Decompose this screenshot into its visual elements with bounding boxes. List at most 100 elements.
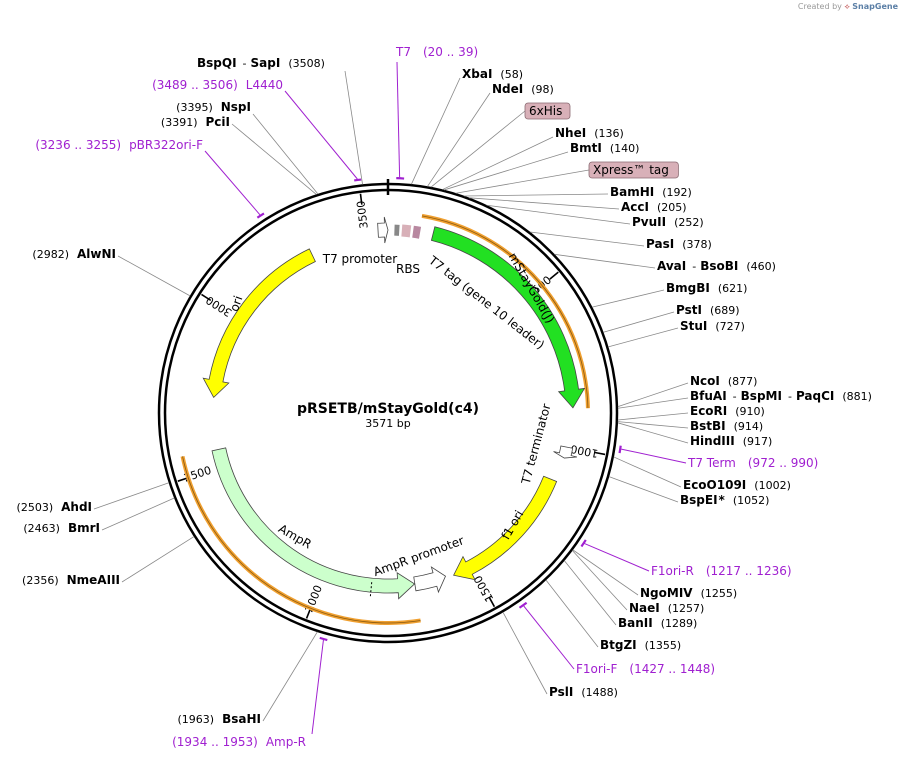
primer-name: T7 Term bbox=[687, 456, 736, 470]
site-label-NaeI: NaeI(1257) bbox=[629, 601, 704, 615]
site-label-NheI: NheI(136) bbox=[555, 126, 624, 140]
site-label-BstBI: BstBI (914) bbox=[690, 419, 763, 433]
feature-label-AmpR-promoter: AmpR promoter bbox=[371, 533, 465, 579]
site-pos: (2356) bbox=[22, 574, 59, 587]
feature-label-T7-terminator: T7 terminator bbox=[518, 402, 553, 486]
site-label-BmgBI: BmgBI(621) bbox=[666, 281, 747, 295]
snapgene-credit: Created by ⟡ SnapGene bbox=[798, 2, 898, 12]
site-pos: (1002) bbox=[754, 479, 791, 492]
site-label-StuI: StuI(727) bbox=[680, 319, 745, 333]
site-label-NmeAIII: (2356)NmeAIII bbox=[22, 573, 120, 587]
site-line-BtgZI bbox=[545, 579, 599, 648]
site-pos: (1963) bbox=[178, 713, 215, 726]
site-pos: (252) bbox=[674, 216, 704, 229]
tick-label: 3500 bbox=[354, 200, 370, 229]
site-label-AlwNI: (2982)AlwNI bbox=[32, 247, 116, 261]
site-label-BmtI: BmtI(140) bbox=[570, 141, 639, 155]
tick-mark bbox=[549, 271, 559, 280]
tick-label: 1000 bbox=[569, 442, 599, 460]
primer-label-pBR322ori-F: (3236 .. 3255)pBR322ori-F bbox=[35, 138, 203, 152]
site-pos: (1257) bbox=[668, 602, 705, 615]
site-pos: (58) bbox=[500, 68, 523, 81]
site-line-BanII bbox=[564, 560, 617, 626]
site-name: NgoMIV bbox=[640, 586, 693, 600]
site-name: PasI bbox=[646, 237, 674, 251]
primer-range: (1217 .. 1236) bbox=[706, 564, 792, 578]
primer-name: Amp-R bbox=[266, 735, 306, 749]
site-pos: (1355) bbox=[645, 639, 682, 652]
site-name: StuI bbox=[680, 319, 707, 333]
primer-name: F1ori-F bbox=[576, 662, 617, 676]
site-label-NgoMIV: NgoMIV(1255) bbox=[640, 586, 737, 600]
orf-arc-mStayGold-edge bbox=[421, 215, 589, 409]
site-name: NheI bbox=[555, 126, 586, 140]
orf-arc-AmpR-edge bbox=[182, 456, 421, 624]
site-pos: (98) bbox=[531, 83, 554, 96]
site-pos: (910) bbox=[735, 405, 765, 418]
site-name: BspEI bbox=[680, 493, 718, 507]
site-label-AhdI: (2503)AhdI bbox=[17, 500, 92, 514]
site-label-NcoI: NcoI(877) bbox=[690, 374, 757, 388]
site-label-PvuII: PvuII(252) bbox=[632, 215, 704, 229]
site-sep: - bbox=[692, 260, 696, 273]
site-label-HindIII: HindIII(917) bbox=[690, 434, 772, 448]
site-pos: (2982) bbox=[32, 248, 69, 261]
site-label-BspEI: BspEI*(1052) bbox=[680, 493, 769, 507]
plasmid-length: 3571 bp bbox=[365, 417, 410, 430]
site-name: EcoO109I bbox=[683, 478, 746, 492]
primer-label-L4440: (3489 .. 3506)L4440 bbox=[152, 78, 283, 92]
site-pos: (914) bbox=[734, 420, 764, 433]
site-name: BstBI bbox=[690, 419, 726, 433]
site-pos: (2463) bbox=[23, 522, 60, 535]
site-pos: (460) bbox=[746, 260, 776, 273]
site-line-PasI bbox=[529, 231, 645, 247]
primer-label-F1ori-F: F1ori-F(1427 .. 1448) bbox=[576, 662, 715, 676]
site-label-AccI: AccI(205) bbox=[621, 200, 687, 214]
credit-prefix: Created by bbox=[797, 2, 842, 11]
site-pos: (140) bbox=[610, 142, 640, 155]
site-pos: (689) bbox=[710, 304, 740, 317]
site-label-EcoRI: EcoRI(910) bbox=[690, 404, 765, 418]
site-line-NmeAIII bbox=[121, 536, 195, 583]
primer-line-Amp-R bbox=[311, 639, 324, 735]
site-label-BanII: BanII (1289) bbox=[618, 616, 697, 630]
site-line-BmgBI bbox=[592, 289, 665, 308]
site-line-StuI bbox=[608, 327, 679, 348]
site-line-BsaHI bbox=[262, 631, 318, 722]
site-name: BmrI bbox=[68, 521, 100, 535]
primer-mark-L4440 bbox=[354, 178, 362, 182]
tag-line-1 bbox=[455, 169, 590, 194]
feature-label-RBS: RBS bbox=[396, 262, 420, 276]
site-line-PstI bbox=[603, 311, 675, 333]
site-line-AccI bbox=[469, 197, 620, 210]
site-pos: (1289) bbox=[661, 617, 698, 630]
primer-range: (1934 .. 1953) bbox=[172, 735, 258, 749]
feature-AmpR-promoter bbox=[413, 566, 446, 594]
site-name2: SapI bbox=[251, 56, 281, 70]
primer-line-F1ori-F bbox=[523, 605, 575, 670]
tag-box-1 bbox=[588, 161, 679, 179]
site-line-PciI bbox=[231, 123, 317, 195]
site-pos: (1052) bbox=[733, 494, 770, 507]
site-pos: (378) bbox=[682, 238, 712, 251]
site-label-PstI: PstI(689) bbox=[676, 303, 740, 317]
site-label-BmrI: (2463) BmrI bbox=[23, 521, 100, 535]
site-pos: (881) bbox=[842, 390, 872, 403]
credit-brand: SnapGene bbox=[852, 2, 898, 11]
site-pos: (3395) bbox=[176, 101, 213, 114]
site-name: BspQI bbox=[197, 56, 237, 70]
feature-AmpR bbox=[211, 447, 416, 600]
site-pos: (192) bbox=[662, 186, 692, 199]
primer-label-F1ori-R: F1ori-R(1217 .. 1236) bbox=[651, 564, 792, 578]
site-line-NdeI bbox=[427, 92, 491, 187]
site-line-BstBI bbox=[617, 421, 689, 429]
tick-mark bbox=[594, 451, 606, 456]
primer-label-T7 Term: T7 Term(972 .. 990) bbox=[687, 456, 818, 470]
site-line-XbaI bbox=[411, 77, 461, 185]
site-name: BanII bbox=[618, 616, 653, 630]
site-pos: (1488) bbox=[581, 686, 618, 699]
site-name: PslI bbox=[549, 685, 573, 699]
site-name3: PaqCI bbox=[796, 389, 834, 403]
site-name: BsaHI bbox=[222, 712, 261, 726]
site-line-PvuII bbox=[486, 204, 631, 225]
